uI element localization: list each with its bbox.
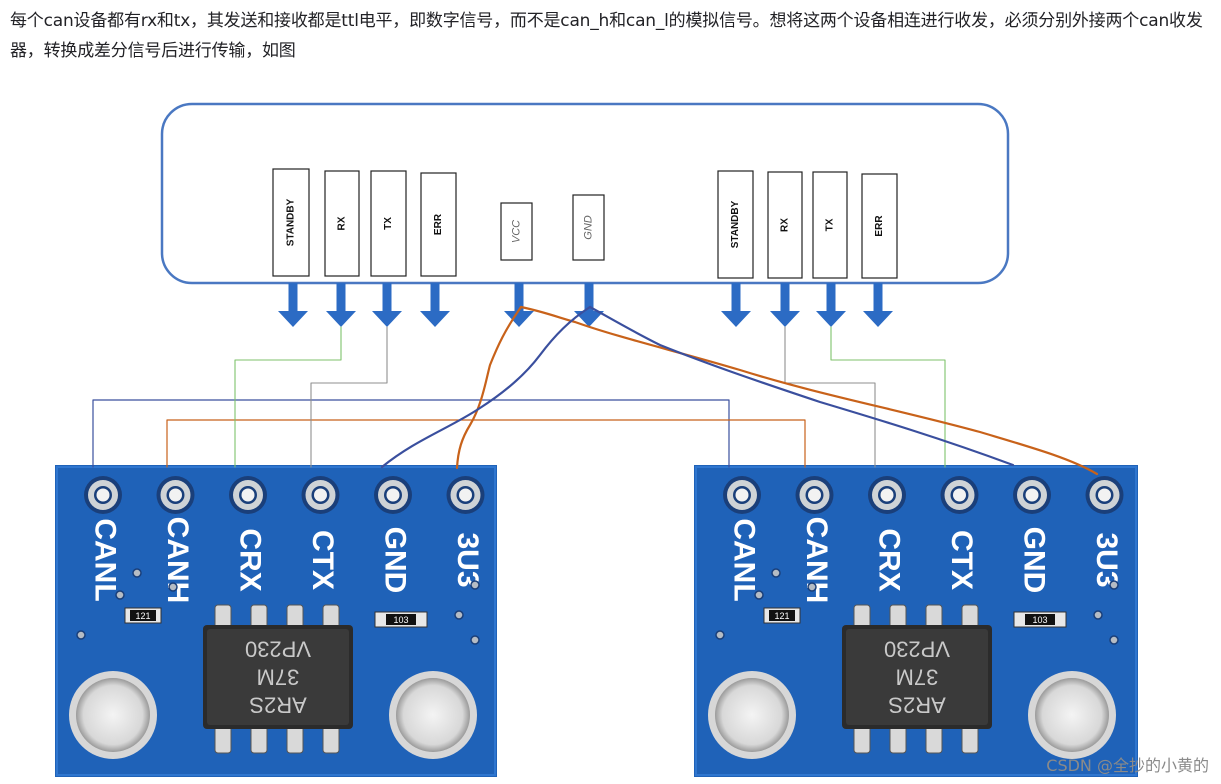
rx-right-line (784, 326, 876, 468)
pin-gnd: GND (572, 194, 605, 261)
down-arrow-icon (770, 283, 800, 327)
chip-marking: 37M (896, 665, 939, 690)
pin-label: GND (583, 215, 595, 240)
pin-label: STANDBY (286, 198, 297, 246)
pin-silk-label: CTX (945, 530, 978, 590)
chip-marking: VP230 (884, 637, 950, 662)
resistor-code: 103 (393, 615, 408, 625)
down-arrow-icon (863, 283, 893, 327)
chip-marking: AR2S (888, 693, 945, 718)
pin-silk-label: CANH (161, 517, 194, 604)
pin-label: VCC (511, 220, 523, 243)
pin-silk-label: CRX (234, 528, 267, 591)
down-arrow-icon (574, 283, 604, 327)
down-arrow-icon (721, 283, 751, 327)
pin-label: ERR (433, 213, 444, 235)
pin-err-left: ERR (420, 172, 457, 277)
down-arrow-icon (420, 283, 450, 327)
pin-label: RX (337, 216, 348, 230)
pin-tx-right: TX (812, 171, 848, 279)
pin-rx-right: RX (767, 171, 803, 279)
pin-box (324, 170, 360, 277)
pin-box (420, 172, 457, 277)
pin-vcc: VCC (500, 202, 533, 261)
pin-rx-left: RX (324, 170, 360, 277)
pin-silk-label: CANL (89, 518, 122, 601)
pin-silk-label: CTX (306, 530, 339, 590)
tx-left-line (310, 326, 388, 468)
vcc-right-wire (519, 305, 1099, 476)
canl-bus-line (92, 399, 730, 468)
vcc-left-wire (455, 305, 523, 470)
pin-tx-left: TX (370, 170, 407, 277)
resistor-code: 121 (135, 611, 150, 621)
pin-box (272, 168, 310, 277)
pin-label: RX (780, 218, 791, 232)
pin-silk-label: GND (379, 527, 412, 594)
down-arrow-icon (504, 283, 534, 327)
gnd-left-wire (380, 305, 592, 469)
pin-label: TX (383, 217, 394, 230)
gnd-right-wire (588, 305, 1015, 467)
pin-box (572, 194, 605, 261)
chip-marking: AR2S (249, 693, 306, 718)
pin-standby-right: STANDBY (717, 170, 754, 279)
pin-box (767, 171, 803, 279)
tx-right-line (830, 326, 946, 468)
down-arrow-icon (326, 283, 356, 327)
pin-box (861, 173, 898, 279)
pin-silk-label: 3U3 (451, 532, 484, 587)
wires (92, 305, 1099, 476)
pin-label: ERR (874, 215, 885, 237)
pin-silk-label: CANL (728, 518, 761, 601)
article-paragraph: 每个can设备都有rx和tx，其发送和接收都是ttl电平，即数字信号，而不是ca… (10, 11, 1203, 61)
rx-left-line (234, 326, 342, 468)
pin-box (370, 170, 407, 277)
pin-standby-left: STANDBY (272, 168, 310, 277)
pin-silk-label: 3U3 (1090, 532, 1123, 587)
canh-bus-line (166, 419, 806, 468)
chip-marking: 37M (257, 665, 300, 690)
csdn-watermark: CSDN @全抄的小黄的 (1046, 756, 1209, 775)
down-arrow-icon (816, 283, 846, 327)
pin-box (717, 170, 754, 279)
resistor-code: 121 (774, 611, 789, 621)
pin-box (500, 202, 533, 261)
pin-silk-label: CRX (873, 528, 906, 591)
chip-marking: VP230 (245, 637, 311, 662)
pin-label: TX (825, 218, 836, 231)
down-arrow-icon (278, 283, 308, 327)
down-arrow-icon (372, 283, 402, 327)
pin-box (812, 171, 848, 279)
pin-silk-label: CANH (800, 517, 833, 604)
pin-err-right: ERR (861, 173, 898, 279)
resistor-code: 103 (1032, 615, 1047, 625)
pin-label: STANDBY (730, 200, 741, 248)
pin-silk-label: GND (1018, 527, 1051, 594)
